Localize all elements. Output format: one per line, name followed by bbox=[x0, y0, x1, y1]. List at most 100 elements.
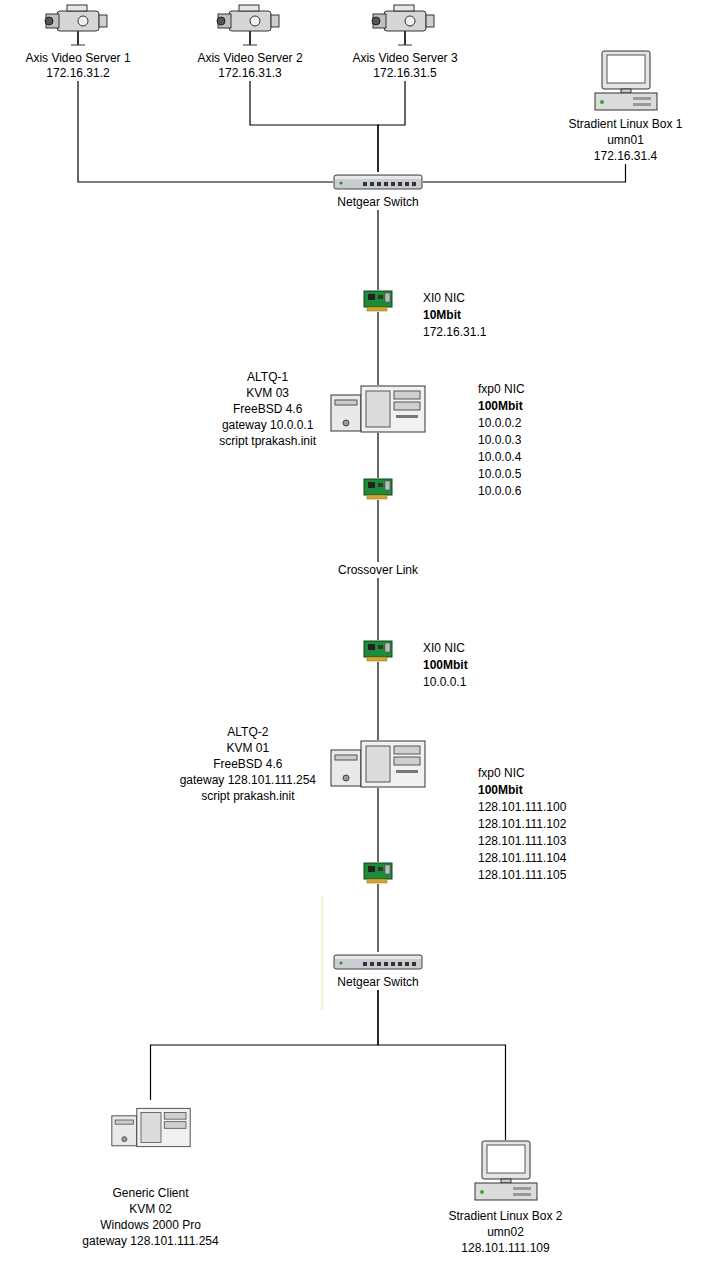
icon-part bbox=[398, 182, 402, 186]
network-cable bbox=[151, 990, 379, 1100]
device-label: Netgear Switch bbox=[333, 975, 423, 990]
device-icon bbox=[363, 640, 393, 662]
icon-part bbox=[271, 15, 279, 27]
device-icon bbox=[330, 740, 426, 788]
device-label: fxp0 NIC bbox=[478, 381, 525, 398]
icon-part bbox=[67, 5, 87, 11]
icon-part bbox=[398, 45, 412, 46]
icon-part bbox=[335, 400, 357, 405]
device-label: umn01 bbox=[568, 132, 683, 148]
network-device: ALTQ-2KVM 01FreeBSD 4.6gateway 128.101.1… bbox=[330, 740, 426, 788]
device-label: gateway 128.101.111.254 bbox=[82, 1233, 219, 1249]
network-card: XI0 NIC100Mbit10.0.0.1 bbox=[363, 640, 393, 662]
device-label: 128.101.111.104 bbox=[478, 850, 566, 867]
guide-line bbox=[321, 895, 322, 1010]
device-label: Netgear Switch bbox=[333, 195, 423, 210]
icon-part bbox=[368, 644, 375, 650]
device-label: 10.0.0.1 bbox=[423, 674, 468, 691]
device-drawing bbox=[43, 2, 113, 47]
icon-part bbox=[335, 956, 421, 959]
icon-part bbox=[378, 867, 383, 871]
icon-part bbox=[501, 1179, 511, 1183]
icon-part bbox=[164, 1122, 186, 1129]
icon-part bbox=[370, 182, 374, 186]
device-label: script prakash.init bbox=[180, 788, 316, 804]
icon-part bbox=[412, 962, 416, 966]
link-label: Crossover Link bbox=[335, 562, 421, 578]
device-drawing bbox=[215, 2, 285, 47]
device-label: 100Mbit bbox=[478, 782, 566, 799]
device-label: Generic Client bbox=[82, 1185, 219, 1201]
device-label: XI0 NIC bbox=[423, 290, 486, 307]
icon-part bbox=[373, 14, 386, 28]
device-label: 10.0.0.2 bbox=[478, 415, 525, 432]
device-label: XI0 NIC bbox=[423, 640, 468, 657]
icon-part bbox=[121, 1137, 126, 1142]
device-label: FreeBSD 4.6 bbox=[180, 756, 316, 772]
device-label: 100Mbit bbox=[478, 398, 525, 415]
icon-part bbox=[368, 866, 375, 872]
device-drawing bbox=[363, 290, 393, 312]
network-cable bbox=[377, 662, 378, 740]
device-label: 10.0.0.3 bbox=[478, 432, 525, 449]
device-label: gateway 10.0.0.1 bbox=[219, 417, 316, 433]
icon-part bbox=[78, 16, 88, 26]
icon-part bbox=[331, 395, 361, 431]
device-label: fxp0 NIC bbox=[478, 765, 566, 782]
icon-part bbox=[363, 962, 367, 966]
label-block: XI0 NIC10Mbit172.16.31.1 bbox=[423, 290, 486, 341]
icon-part bbox=[243, 45, 257, 46]
icon-part bbox=[239, 5, 259, 11]
icon-part bbox=[394, 746, 420, 754]
icon-part bbox=[361, 386, 425, 432]
icon-part bbox=[633, 97, 651, 100]
device-drawing bbox=[330, 740, 426, 788]
icon-part bbox=[370, 962, 374, 966]
network-cable bbox=[423, 164, 626, 182]
device-icon bbox=[111, 1100, 191, 1155]
icon-part bbox=[141, 1113, 161, 1143]
device-icon bbox=[363, 478, 393, 500]
network-switch: Netgear Switch bbox=[333, 952, 423, 990]
label-block: Axis Video Server 3172.16.31.5 bbox=[352, 51, 458, 81]
network-device: Axis Video Server 3172.16.31.5 bbox=[352, 2, 458, 81]
icon-part bbox=[367, 879, 387, 883]
icon-part bbox=[595, 93, 657, 110]
label-block: Stradient Linux Box 1umn01172.16.31.4 bbox=[568, 116, 683, 164]
icon-part bbox=[367, 495, 387, 499]
device-label: 172.16.31.2 bbox=[25, 66, 131, 81]
device-drawing bbox=[333, 172, 423, 192]
device-label: FreeBSD 4.6 bbox=[219, 401, 316, 417]
device-label: Axis Video Server 2 bbox=[197, 51, 303, 66]
device-label: 10.0.0.6 bbox=[478, 483, 525, 500]
device-label: 172.16.31.1 bbox=[423, 324, 486, 341]
icon-part bbox=[391, 182, 395, 186]
icon-part bbox=[364, 479, 392, 495]
icon-part bbox=[367, 307, 387, 311]
device-label: 128.101.111.102 bbox=[478, 816, 566, 833]
device-drawing bbox=[370, 2, 440, 47]
device-drawing bbox=[363, 640, 393, 662]
network-device: Stradient Linux Box 1umn01172.16.31.4 bbox=[568, 50, 683, 164]
network-cable bbox=[250, 81, 378, 172]
icon-part bbox=[394, 5, 414, 11]
device-label: 10.0.0.4 bbox=[478, 449, 525, 466]
label-block: ALTQ-1KVM 03FreeBSD 4.6gateway 10.0.0.1s… bbox=[219, 369, 316, 449]
device-icon bbox=[473, 1140, 539, 1202]
device-icon bbox=[330, 385, 426, 433]
device-icon bbox=[215, 2, 285, 47]
device-drawing bbox=[363, 862, 393, 884]
icon-part bbox=[99, 15, 107, 27]
icon-part bbox=[57, 11, 99, 31]
icon-part bbox=[340, 962, 343, 965]
icon-part bbox=[621, 89, 631, 93]
icon-part bbox=[412, 182, 416, 186]
icon-part bbox=[377, 182, 381, 186]
icon-part bbox=[378, 295, 383, 299]
icon-part bbox=[45, 17, 53, 25]
icon-part bbox=[377, 962, 381, 966]
icon-part bbox=[600, 100, 604, 104]
icon-part bbox=[394, 391, 420, 399]
device-icon bbox=[363, 862, 393, 884]
device-icon bbox=[333, 952, 423, 972]
